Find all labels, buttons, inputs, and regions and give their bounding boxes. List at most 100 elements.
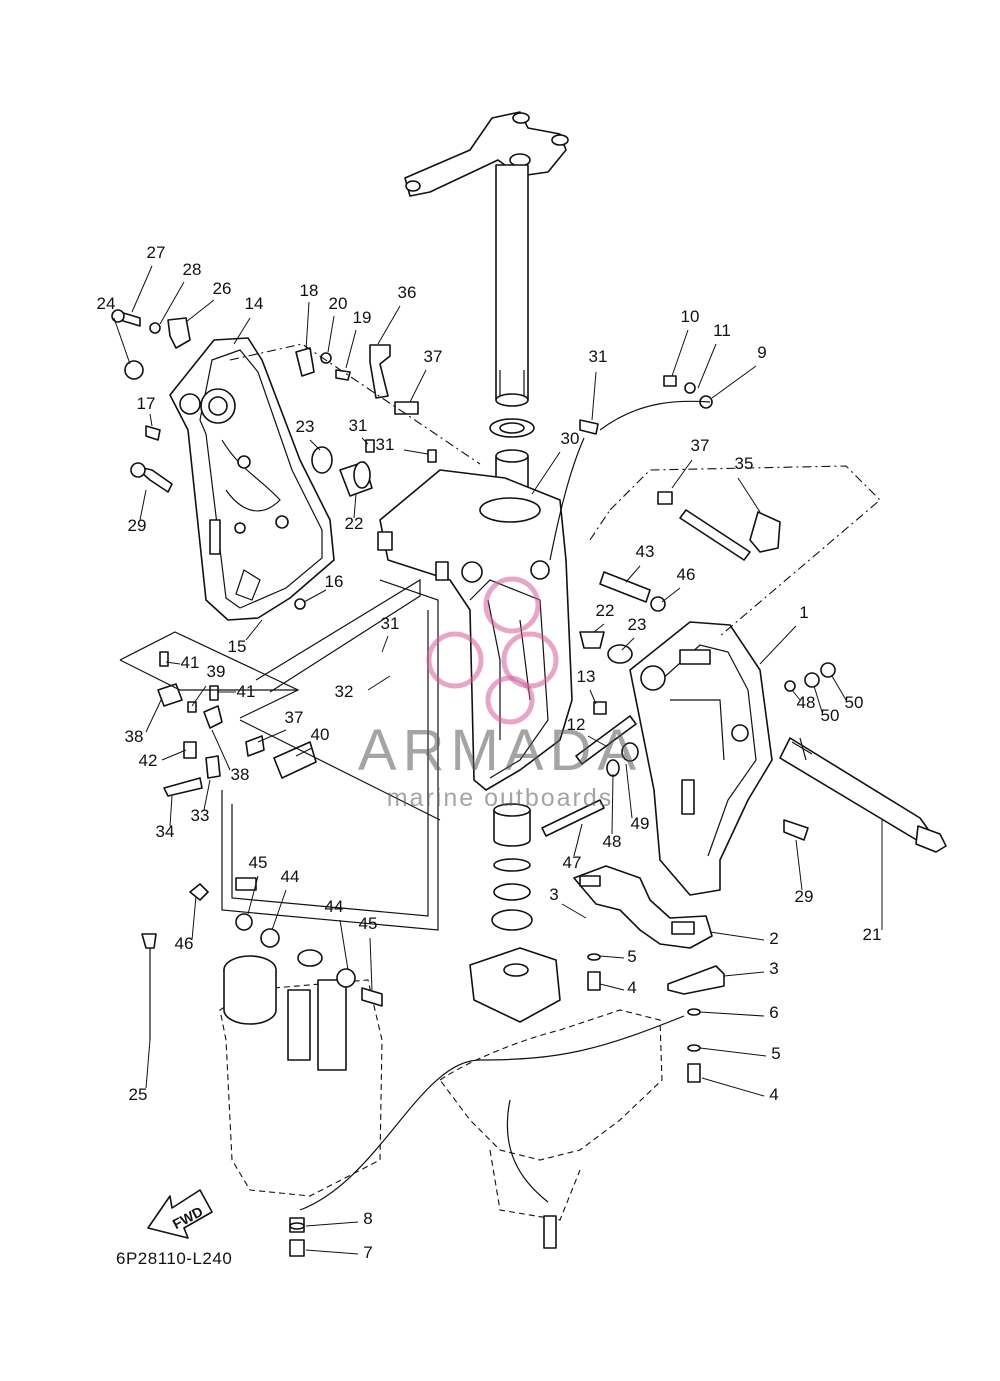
callout-leader-8 <box>305 1221 359 1227</box>
callout-number-31: 31 <box>589 347 608 366</box>
callout-number-29: 29 <box>128 516 147 535</box>
callout-leader-37 <box>257 729 287 743</box>
callout-number-5: 5 <box>771 1044 780 1063</box>
callout-leader-23 <box>621 637 635 651</box>
callout-leader-48 <box>791 689 801 701</box>
watermark-brand: ARMADA <box>358 718 642 783</box>
callout-number-1: 1 <box>799 603 808 622</box>
callout-leader-35 <box>737 477 761 513</box>
callout-number-7: 7 <box>363 1243 372 1262</box>
callout-number-50: 50 <box>821 706 840 725</box>
swivel-bracket <box>377 469 573 791</box>
callout-leader-31 <box>361 437 369 445</box>
callout-number-24: 24 <box>97 294 116 313</box>
callout-leader-9 <box>711 365 757 399</box>
callout-leader-38 <box>211 729 231 771</box>
callout-number-48: 48 <box>603 832 622 851</box>
callout-leader-37 <box>671 459 693 489</box>
callout-leader-1 <box>759 625 797 665</box>
callout-number-9: 9 <box>757 343 766 362</box>
callout-number-4: 4 <box>627 978 636 997</box>
callout-number-5: 5 <box>627 947 636 966</box>
callout-number-31: 31 <box>381 614 400 633</box>
callout-number-34: 34 <box>156 822 175 841</box>
callout-number-15: 15 <box>228 637 247 656</box>
callout-number-22: 22 <box>596 601 615 620</box>
callout-leader-29 <box>795 839 803 891</box>
callout-number-10: 10 <box>681 307 700 326</box>
callout-leader-2 <box>709 931 765 941</box>
callout-number-25: 25 <box>129 1085 148 1104</box>
callout-number-40: 40 <box>311 725 330 744</box>
callout-number-3: 3 <box>769 959 778 978</box>
callout-number-30: 30 <box>561 429 580 448</box>
callout-number-27: 27 <box>147 243 166 262</box>
swivel-small-parts <box>294 344 437 610</box>
callout-leader-4 <box>599 983 625 991</box>
callout-leader-3 <box>723 971 765 977</box>
callout-leader-31 <box>381 635 389 653</box>
callout-leader-44 <box>271 889 287 931</box>
callout-number-6: 6 <box>769 1003 778 1022</box>
callout-leader-26 <box>185 299 215 323</box>
callout-leader-12 <box>587 735 607 747</box>
callout-leader-17 <box>149 413 153 427</box>
ptt-unit <box>189 877 383 1197</box>
group-outlines <box>119 343 881 931</box>
callout-leader-41 <box>165 661 181 665</box>
callout-number-37: 37 <box>691 436 710 455</box>
callout-leader-45 <box>247 875 259 915</box>
callout-leader-22 <box>353 493 357 519</box>
callout-leader-5 <box>599 955 625 959</box>
callout-leader-6 <box>699 1011 765 1017</box>
callout-leader-43 <box>625 565 641 583</box>
callout-number-37: 37 <box>285 708 304 727</box>
fwd-arrow: FWD <box>147 1189 213 1239</box>
clamp-bracket-14 <box>169 337 335 621</box>
callout-number-47: 47 <box>563 853 582 872</box>
callout-leader-29 <box>139 489 147 521</box>
callout-number-12: 12 <box>567 715 586 734</box>
steering-arm <box>404 111 569 197</box>
callout-leader-36 <box>377 305 401 345</box>
callout-leader-4 <box>701 1077 765 1097</box>
callout-leader-18 <box>305 301 310 351</box>
callout-number-23: 23 <box>296 417 315 436</box>
callout-number-8: 8 <box>363 1209 372 1228</box>
callout-number-36: 36 <box>398 283 417 302</box>
callout-leader-45 <box>369 937 373 991</box>
callout-number-3: 3 <box>549 885 558 904</box>
callout-number-2: 2 <box>769 929 778 948</box>
tilt-tube-21 <box>779 737 947 853</box>
callout-leader-34 <box>169 795 173 827</box>
drawing-code: 6P28110-L240 <box>116 1249 232 1268</box>
callout-number-41: 41 <box>237 682 256 701</box>
callout-number-46: 46 <box>677 565 696 584</box>
callout-leader-15 <box>245 619 263 641</box>
callout-number-44: 44 <box>281 867 300 886</box>
callout-number-49: 49 <box>631 814 650 833</box>
callout-number-16: 16 <box>325 572 344 591</box>
callout-leader-19 <box>345 329 357 369</box>
callout-leader-39 <box>191 685 207 707</box>
callout-leader-44 <box>339 919 349 971</box>
callout-number-18: 18 <box>300 281 319 300</box>
callout-number-29: 29 <box>795 887 814 906</box>
callout-leader-31 <box>591 371 597 421</box>
callout-leader-50 <box>831 675 847 701</box>
callout-leader-33 <box>203 779 211 811</box>
callout-leader-37 <box>409 369 427 403</box>
callout-number-32: 32 <box>335 682 354 701</box>
callout-number-42: 42 <box>139 751 158 770</box>
callout-number-22: 22 <box>345 514 364 533</box>
callout-number-38: 38 <box>231 765 250 784</box>
callout-leader-10 <box>671 329 689 377</box>
callout-number-11: 11 <box>713 321 731 340</box>
callout-number-45: 45 <box>359 914 378 933</box>
watermark: ARMADA marine outboards <box>358 576 642 812</box>
callout-leader-20 <box>327 315 335 353</box>
lower-bushings <box>469 803 561 1023</box>
callout-number-39: 39 <box>207 662 226 681</box>
